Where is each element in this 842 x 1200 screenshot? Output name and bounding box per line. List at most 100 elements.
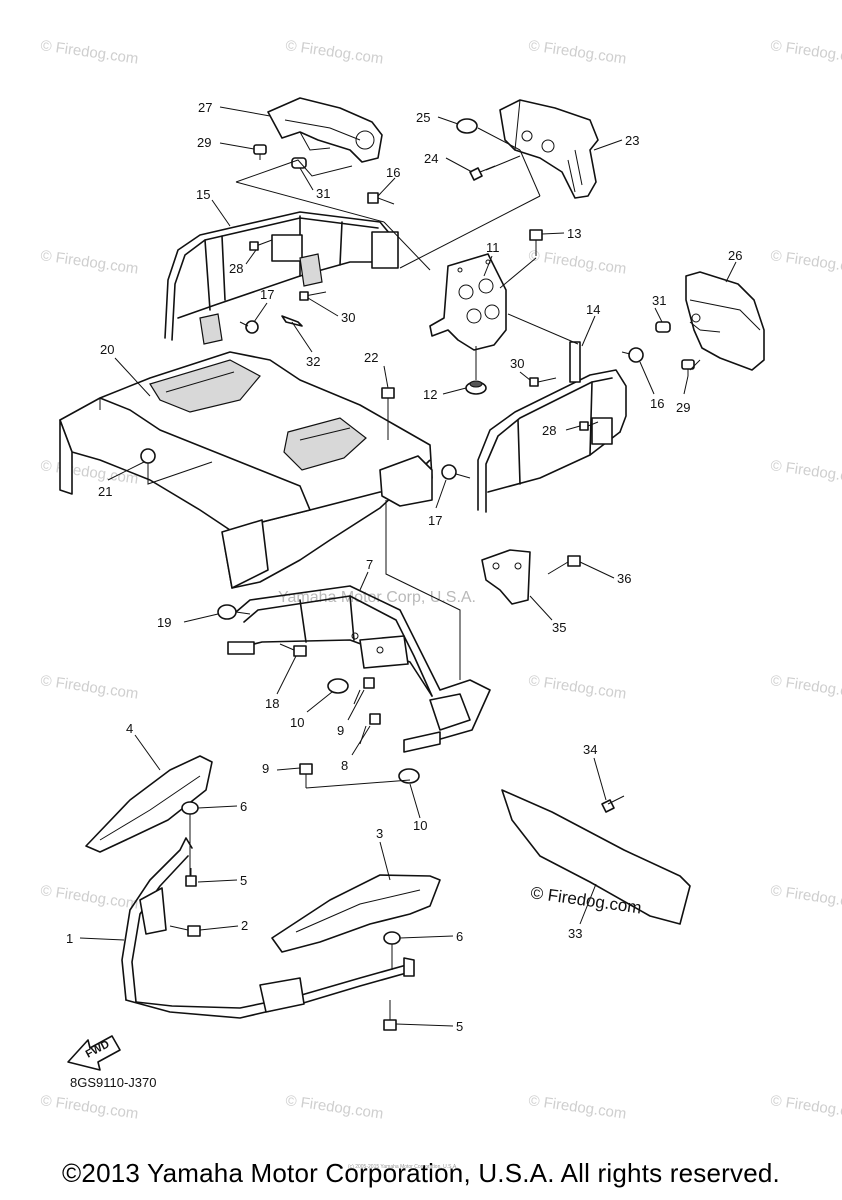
part-16-bolt-b	[621, 347, 644, 363]
callout-8: 8	[341, 758, 348, 773]
callout-34: 34	[583, 742, 597, 757]
callout-29: 29	[676, 400, 690, 415]
callout-5: 5	[240, 873, 247, 888]
callout-18: 18	[265, 696, 279, 711]
part-20-fender	[59, 351, 433, 589]
part-6-grommet-b	[383, 931, 401, 945]
callout-20: 20	[100, 342, 114, 357]
part-22-bolt	[381, 387, 395, 420]
part-3-cover	[271, 874, 441, 953]
callout-4: 4	[126, 721, 133, 736]
callout-28: 28	[542, 423, 556, 438]
part-27-cover	[267, 97, 383, 163]
callout-6: 6	[456, 929, 463, 944]
callout-1: 1	[66, 931, 73, 946]
part-34-screw	[601, 795, 625, 813]
part-5-bolt-b	[383, 1000, 397, 1031]
callout-12: 12	[423, 387, 437, 402]
part-17-bolt-a	[239, 320, 259, 334]
watermark-grid: © Firedog.com © Firedog.com © Firedog.co…	[39, 37, 842, 1123]
callout-30: 30	[510, 356, 524, 371]
part-5-bolt-a	[185, 868, 197, 887]
callout-31: 31	[652, 293, 666, 308]
watermark: © Firedog.com	[769, 672, 842, 703]
part-21-bolt	[140, 448, 156, 472]
fine-print: (c) 2005-2015 Yamaha Motor Corporation, …	[348, 1164, 458, 1170]
callout-16: 16	[386, 165, 400, 180]
fwd-arrow-icon: FWD	[67, 1035, 121, 1071]
watermark: © Firedog.com	[39, 247, 139, 278]
part-13-bolt	[529, 229, 543, 256]
callout-19: 19	[157, 615, 171, 630]
watermark: © Firedog.com	[39, 672, 139, 703]
part-35-bracket	[481, 549, 531, 605]
callout-35: 35	[552, 620, 566, 635]
callout-7: 7	[366, 557, 373, 572]
callout-17: 17	[260, 287, 274, 302]
part-30-bolt-b	[529, 377, 557, 387]
callout-36: 36	[617, 571, 631, 586]
callout-14: 14	[586, 302, 600, 317]
part-12-grommet	[465, 380, 487, 395]
watermark: © Firedog.com	[39, 1092, 139, 1123]
callout-25: 25	[416, 110, 430, 125]
part-17-bolt-b	[441, 464, 471, 480]
part-10-grommet-a	[327, 678, 349, 694]
part-16-bolt-a	[367, 192, 395, 205]
part-19-nut	[217, 604, 237, 620]
callout-29: 29	[197, 135, 211, 150]
part-18-bolt	[279, 643, 307, 657]
part-28-bolt-a	[249, 239, 273, 251]
part-25-cap	[456, 118, 478, 134]
callout-10: 10	[290, 715, 304, 730]
part-15-rack	[164, 211, 399, 345]
callout-30: 30	[341, 310, 355, 325]
part-33-plate	[501, 789, 691, 925]
callout-6: 6	[240, 799, 247, 814]
callout-5: 5	[456, 1019, 463, 1034]
callout-9: 9	[337, 723, 344, 738]
part-8-bolt	[359, 713, 381, 745]
watermark: © Firedog.com	[769, 1092, 842, 1123]
callout-10: 10	[413, 818, 427, 833]
watermark: © Firedog.com	[769, 37, 842, 68]
part-32-clip	[281, 315, 303, 327]
callout-33: 33	[568, 926, 582, 941]
watermark: © Firedog.com	[284, 37, 384, 68]
callout-24: 24	[424, 151, 438, 166]
callout-labels: 27 29 31 25 24 23 16 15 13 11 28 26 17 3…	[66, 100, 742, 1034]
part-29-clip	[253, 144, 267, 160]
part-1-guard	[121, 837, 415, 1019]
callout-16: 16	[650, 396, 664, 411]
part-30-bolt-a	[299, 291, 327, 301]
part-26-cover	[685, 271, 765, 371]
callout-11: 11	[486, 240, 500, 255]
part-7-frame	[227, 585, 491, 753]
watermark: © Firedog.com	[769, 247, 842, 278]
callout-15: 15	[196, 187, 210, 202]
part-11-bracket	[429, 253, 507, 351]
watermark: © Firedog.com	[39, 882, 139, 913]
callout-27: 27	[198, 100, 212, 115]
watermark: © Firedog.com	[769, 457, 842, 488]
copyright-notice: ©2013 Yamaha Motor Corporation, U.S.A. A…	[62, 1158, 780, 1188]
callout-3: 3	[376, 826, 383, 841]
diagram-code: 8GS9110-J370	[70, 1075, 157, 1090]
callout-28: 28	[229, 261, 243, 276]
part-4-cover	[85, 755, 213, 853]
watermark: © Firedog.com	[527, 1092, 627, 1123]
callout-13: 13	[567, 226, 581, 241]
callout-22: 22	[364, 350, 378, 365]
part-6-grommet-a	[181, 801, 199, 815]
callout-17: 17	[428, 513, 442, 528]
part-31-nut-b	[655, 321, 671, 333]
callout-26: 26	[728, 248, 742, 263]
watermark: © Firedog.com	[39, 37, 139, 68]
callout-32: 32	[306, 354, 320, 369]
callout-2: 2	[241, 918, 248, 933]
callout-leaders	[79, 106, 737, 1027]
assembly-lines	[147, 127, 701, 970]
part-23-cover	[499, 99, 599, 199]
part-9-bolt-a	[353, 677, 375, 705]
